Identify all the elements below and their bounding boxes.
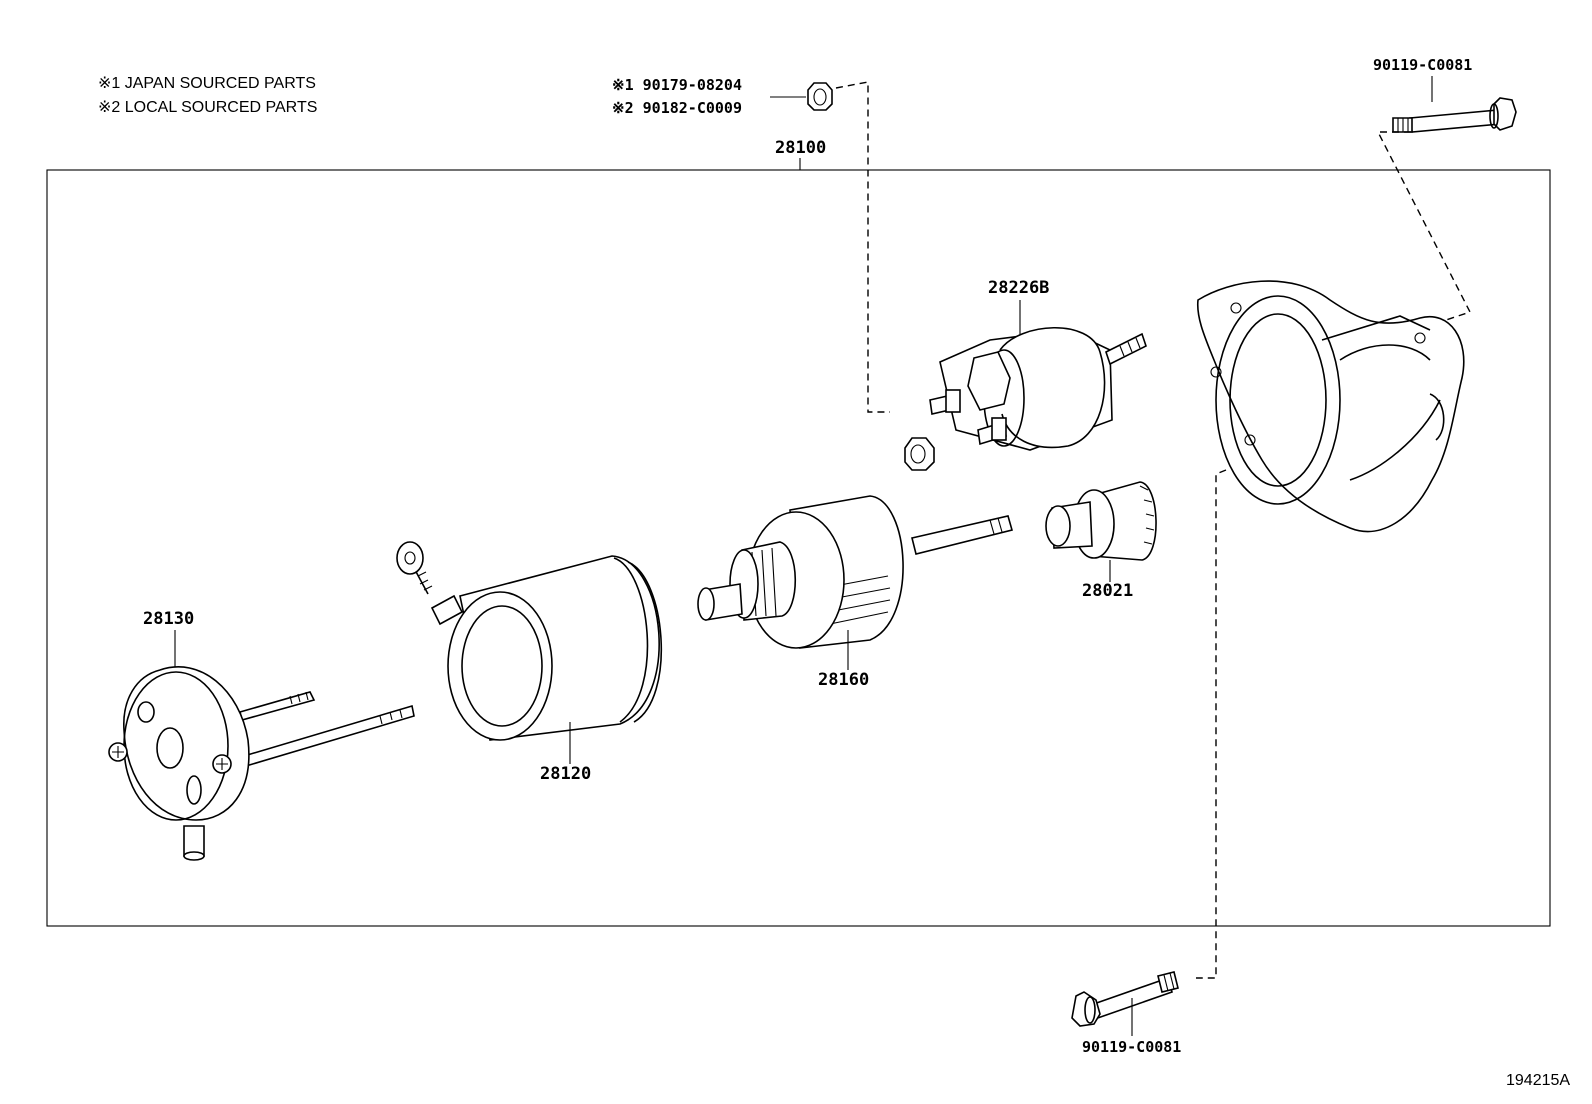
part-label-yoke: 28120: [540, 764, 591, 784]
figure-code: 194215A: [1506, 1072, 1570, 1089]
end-frame: [108, 666, 415, 861]
yoke: [396, 541, 663, 741]
part-label-solenoid: 28226B: [988, 278, 1049, 298]
note-local-sourced: ※2 LOCAL SOURCED PARTS: [98, 99, 317, 116]
hex-nut-solenoid-icon: [904, 437, 935, 471]
bolt-top-dashed-guide: [1376, 131, 1471, 323]
pinion-drive: [1045, 481, 1157, 561]
drive-end-housing: [1196, 280, 1465, 533]
hex-nut-top-icon: [807, 82, 833, 111]
assembly-part-number: 28100: [775, 138, 826, 158]
bolt-bottom-icon: [1071, 971, 1179, 1027]
nut-dashed-guide: [835, 81, 890, 413]
bolt-top-icon: [1392, 97, 1517, 133]
solenoid-switch: [929, 326, 1147, 451]
bolt-bottom-dashed-guide: [1196, 469, 1227, 979]
part-label-end-frame: 28130: [143, 609, 194, 629]
part-label-bolt-bottom: 90119-C0081: [1082, 1038, 1181, 1056]
note-japan-sourced: ※1 JAPAN SOURCED PARTS: [98, 75, 316, 92]
part-label-armature: 28160: [818, 670, 869, 690]
nut-part-number-local: ※2 90182-C0009: [612, 99, 742, 117]
part-label-pinion: 28021: [1082, 581, 1133, 601]
part-label-bolt-top: 90119-C0081: [1373, 56, 1472, 74]
armature: [697, 495, 1013, 649]
nut-part-number-japan: ※1 90179-08204: [612, 76, 742, 94]
assembly-frame: [46, 169, 1551, 927]
